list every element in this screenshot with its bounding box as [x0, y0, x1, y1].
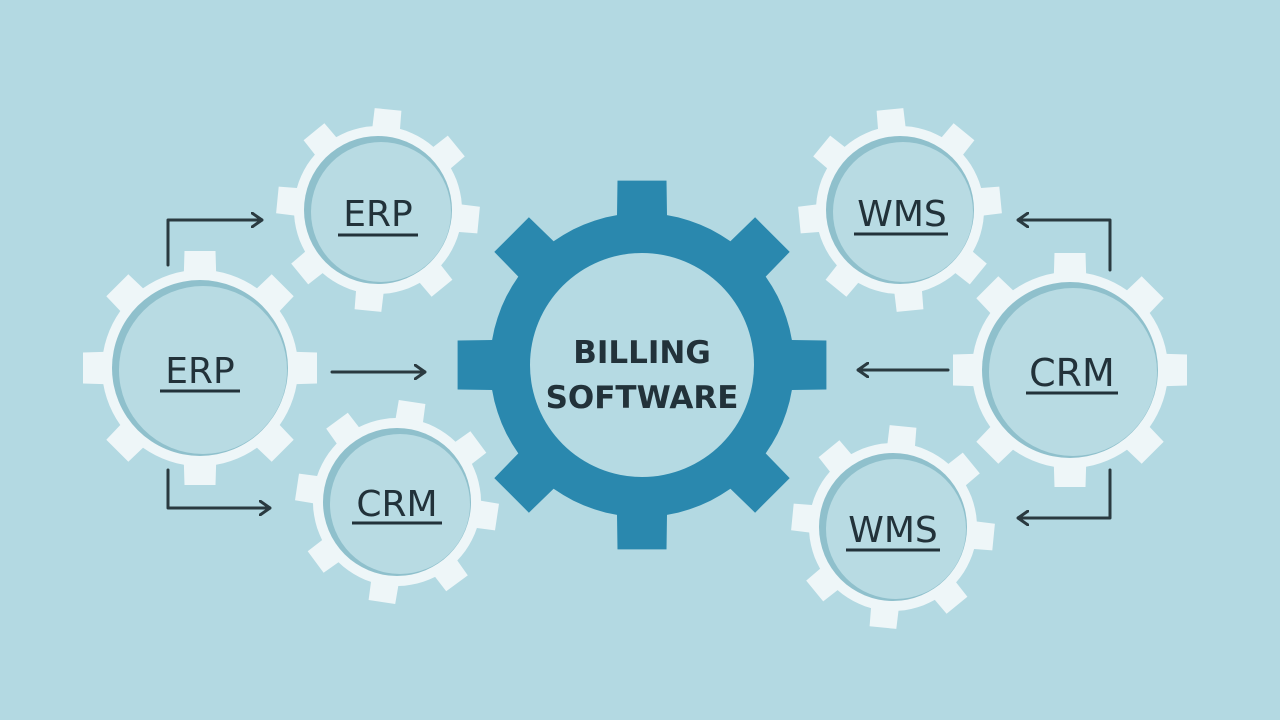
crm-gear-bottom-left [295, 400, 499, 604]
erp-top-label: ERP [343, 194, 412, 235]
arrow-crm-to-wms-top [1016, 220, 1112, 272]
billing-software-gear [457, 180, 827, 550]
crm-bottom-left-label: CRM [356, 484, 437, 525]
gear-hole [833, 142, 973, 282]
gear-hole [119, 286, 287, 454]
billing-label-line1: BILLING [573, 335, 711, 371]
gear-hole [989, 288, 1157, 456]
gear-hole [330, 434, 470, 574]
wms-top-label: WMS [857, 194, 947, 235]
gear-hole [311, 142, 451, 282]
erp-gear-top [276, 108, 480, 312]
arrow-erp-to-crm [166, 468, 272, 508]
wms-bottom-label: WMS [848, 510, 938, 551]
gear-hole [826, 459, 966, 599]
crm-gear-right [953, 253, 1187, 487]
arrow-crm-to-wms-bottom [1016, 468, 1112, 518]
arrow-erp-to-erp [166, 220, 264, 267]
wms-gear-top [798, 108, 1002, 312]
crm-right-label: CRM [1029, 351, 1115, 395]
gear-hole [530, 253, 754, 477]
billing-label-line2: SOFTWARE [546, 380, 739, 416]
wms-gear-bottom [791, 425, 995, 629]
erp-left-label: ERP [165, 351, 234, 392]
erp-gear-left [83, 251, 317, 485]
